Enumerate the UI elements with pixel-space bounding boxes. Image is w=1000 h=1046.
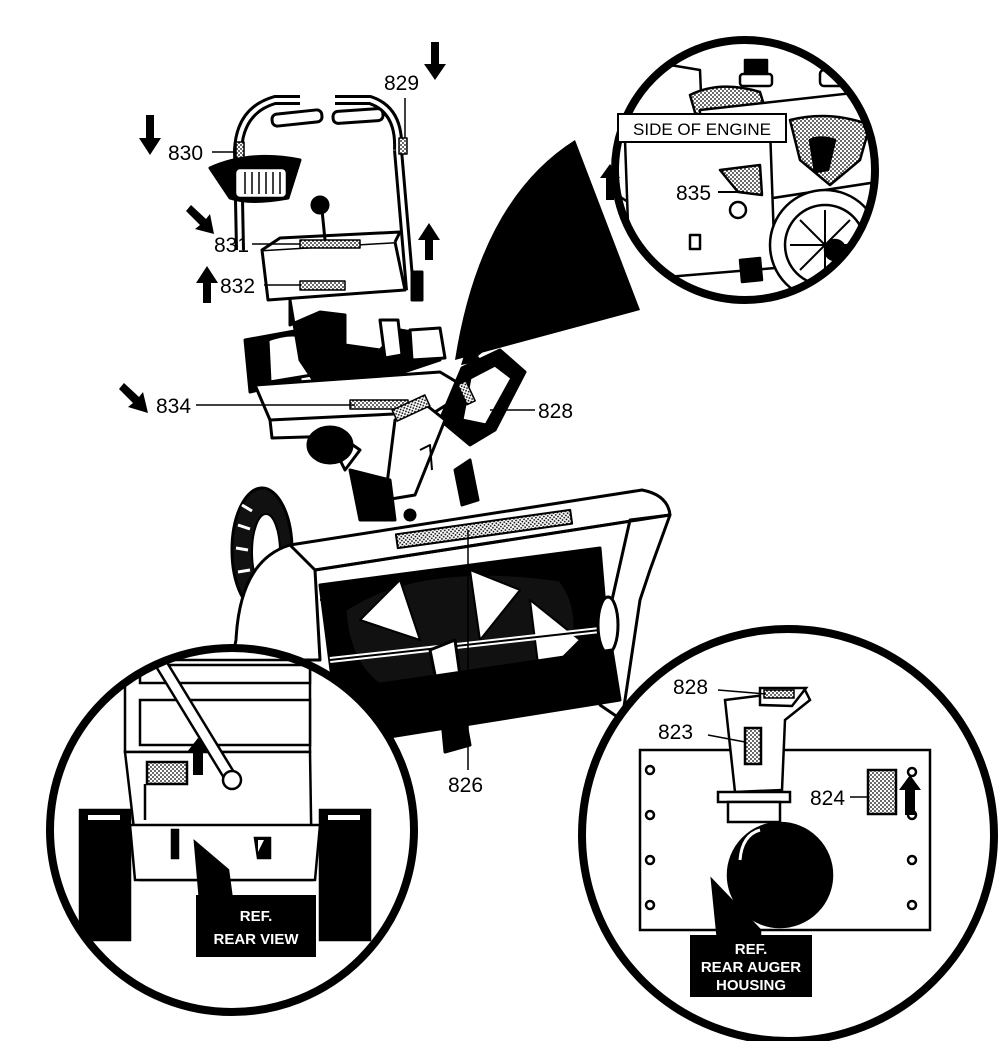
- callout-835: 835: [676, 182, 711, 205]
- decal-826: [394, 508, 574, 550]
- rear-auger-label-line2: REAR AUGER: [701, 959, 801, 976]
- arrow-829: [424, 42, 446, 80]
- callout-828: 828: [538, 400, 573, 423]
- rear-view-label-line2: REAR VIEW: [213, 931, 299, 948]
- rear-view-inset: REF. REAR VIEW: [46, 644, 418, 1016]
- rear-auger-label-line3: HOUSING: [716, 977, 786, 994]
- snowthrower-main: [208, 95, 672, 754]
- side-of-engine-label: SIDE OF ENGINE: [633, 120, 771, 139]
- engine-inset: SIDE OF ENGINE: [455, 36, 879, 360]
- arrow-828: [461, 338, 493, 365]
- callout-831: 831: [214, 234, 249, 257]
- location-arrows: [119, 42, 493, 413]
- callout-834: 834: [156, 395, 191, 418]
- arrow-panel: [418, 223, 440, 260]
- rear-auger-inset: REF. REAR AUGER HOUSING: [578, 625, 998, 1045]
- leader-lines: [196, 98, 868, 798]
- callout-numbers: 829 830 831 832 834 828 835 826 828 823 …: [156, 72, 845, 810]
- arrow-832: [196, 266, 218, 303]
- callout-824: 824: [810, 787, 845, 810]
- arrow-831: [186, 205, 214, 234]
- callout-832: 832: [220, 275, 255, 298]
- callout-828-inset: 828: [673, 676, 708, 699]
- auger-housing-right: [598, 513, 672, 722]
- rear-view-label-line1: REF.: [240, 908, 273, 925]
- callout-829: 829: [384, 72, 419, 95]
- callout-823: 823: [658, 721, 693, 744]
- rear-auger-label-line1: REF.: [735, 941, 768, 958]
- callout-830: 830: [168, 142, 203, 165]
- arrow-835: [600, 164, 620, 200]
- callout-826: 826: [448, 774, 483, 797]
- control-panel: [260, 240, 407, 302]
- arrow-834: [119, 383, 148, 413]
- arrow-830: [139, 115, 161, 155]
